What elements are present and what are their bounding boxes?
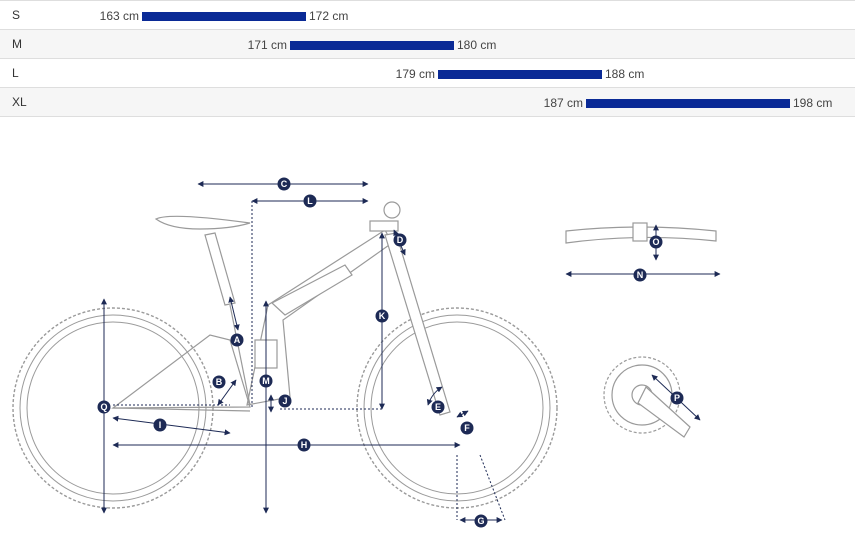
svg-text:D: D — [397, 235, 404, 245]
size-row-s: S 163 cm 172 cm — [0, 0, 855, 30]
svg-text:K: K — [379, 311, 386, 321]
marker-f: F — [460, 421, 474, 435]
svg-text:C: C — [281, 179, 288, 189]
svg-text:L: L — [307, 196, 313, 206]
height-range-bar — [438, 70, 602, 79]
svg-text:J: J — [282, 396, 287, 406]
marker-o: O — [649, 235, 663, 249]
size-row-m: M 171 cm 180 cm — [0, 30, 855, 59]
marker-b: B — [212, 375, 226, 389]
marker-c: C — [277, 177, 291, 191]
marker-g: G — [474, 514, 488, 528]
size-row-l: L 179 cm 188 cm — [0, 59, 855, 88]
size-label: M — [12, 37, 22, 51]
marker-d: D — [393, 233, 407, 247]
svg-text:E: E — [435, 402, 441, 412]
svg-text:O: O — [652, 237, 659, 247]
marker-n: N — [633, 268, 647, 282]
marker-l: L — [303, 194, 317, 208]
svg-text:Q: Q — [100, 402, 107, 412]
size-label: XL — [12, 95, 27, 109]
height-min: 171 cm — [247, 38, 287, 52]
svg-text:N: N — [637, 270, 644, 280]
svg-text:H: H — [301, 440, 308, 450]
marker-i: I — [153, 418, 167, 432]
size-label: L — [12, 66, 19, 80]
height-max: 180 cm — [457, 38, 497, 52]
bike-frame — [111, 220, 451, 416]
height-max: 198 cm — [793, 96, 833, 110]
rear-wheel — [12, 307, 214, 509]
measurement-markers: A B C D E F G H I J K L M N O P Q — [97, 177, 684, 528]
marker-e: E — [431, 400, 445, 414]
svg-text:G: G — [477, 516, 484, 526]
size-table: S 163 cm 172 cm M 171 cm 180 cm L 179 cm… — [0, 0, 855, 117]
height-min: 187 cm — [543, 96, 583, 110]
handlebar-detail — [565, 222, 717, 244]
height-range-bar — [290, 41, 454, 50]
marker-k: K — [375, 309, 389, 323]
svg-text:P: P — [674, 393, 680, 403]
height-min: 179 cm — [395, 67, 435, 81]
marker-m: M — [259, 374, 273, 388]
marker-a: A — [230, 333, 244, 347]
stem — [383, 201, 401, 219]
height-max: 172 cm — [309, 9, 349, 23]
svg-text:F: F — [464, 423, 470, 433]
height-range-bar — [586, 99, 790, 108]
svg-text:A: A — [234, 335, 241, 345]
marker-p: P — [670, 391, 684, 405]
height-max: 188 cm — [605, 67, 645, 81]
size-row-xl: XL 187 cm 198 cm — [0, 88, 855, 117]
height-range-bar — [142, 12, 306, 21]
front-wheel — [356, 307, 558, 509]
marker-q: Q — [97, 400, 111, 414]
size-label: S — [12, 8, 21, 22]
bike-geometry-diagram: A B C D E F G H I J K L M N O P Q — [12, 177, 721, 528]
svg-text:I: I — [159, 420, 162, 430]
svg-text:M: M — [262, 376, 270, 386]
svg-text:B: B — [216, 377, 223, 387]
saddle — [154, 215, 251, 230]
height-min: 163 cm — [99, 9, 139, 23]
marker-h: H — [297, 438, 311, 452]
marker-j: J — [278, 394, 292, 408]
